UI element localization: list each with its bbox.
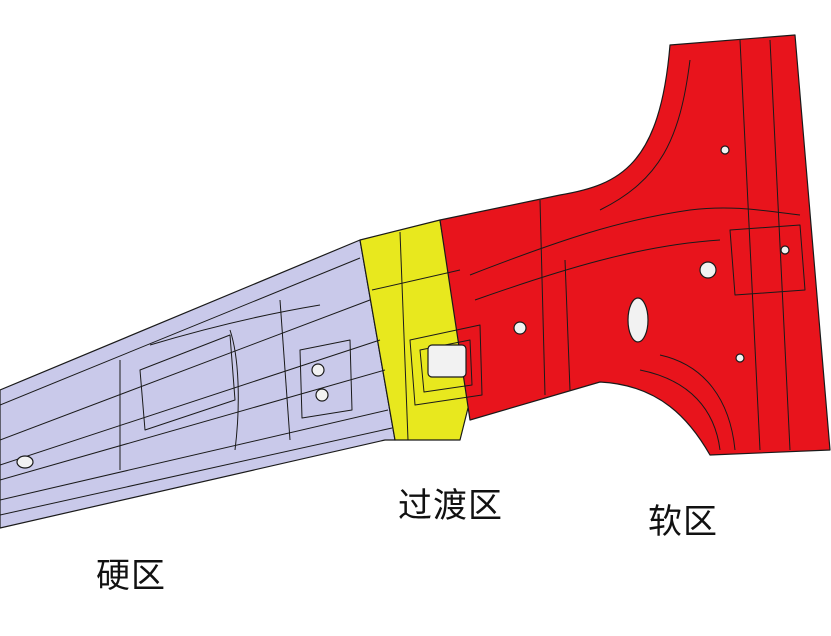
hard-zone-contours: [0, 257, 393, 516]
transition-zone-contours: [371, 231, 483, 441]
transition-zone-region: [359, 219, 471, 441]
soft-zone-region: [439, 34, 831, 456]
hard-zone-label: 硬区: [96, 556, 166, 596]
transition-zone-label: 过渡区: [398, 486, 503, 526]
hard-zone-region: [0, 239, 396, 529]
mounting-holes: [16, 145, 790, 469]
soft-zone-contours: [469, 39, 806, 451]
soft-zone-label: 软区: [648, 502, 718, 542]
